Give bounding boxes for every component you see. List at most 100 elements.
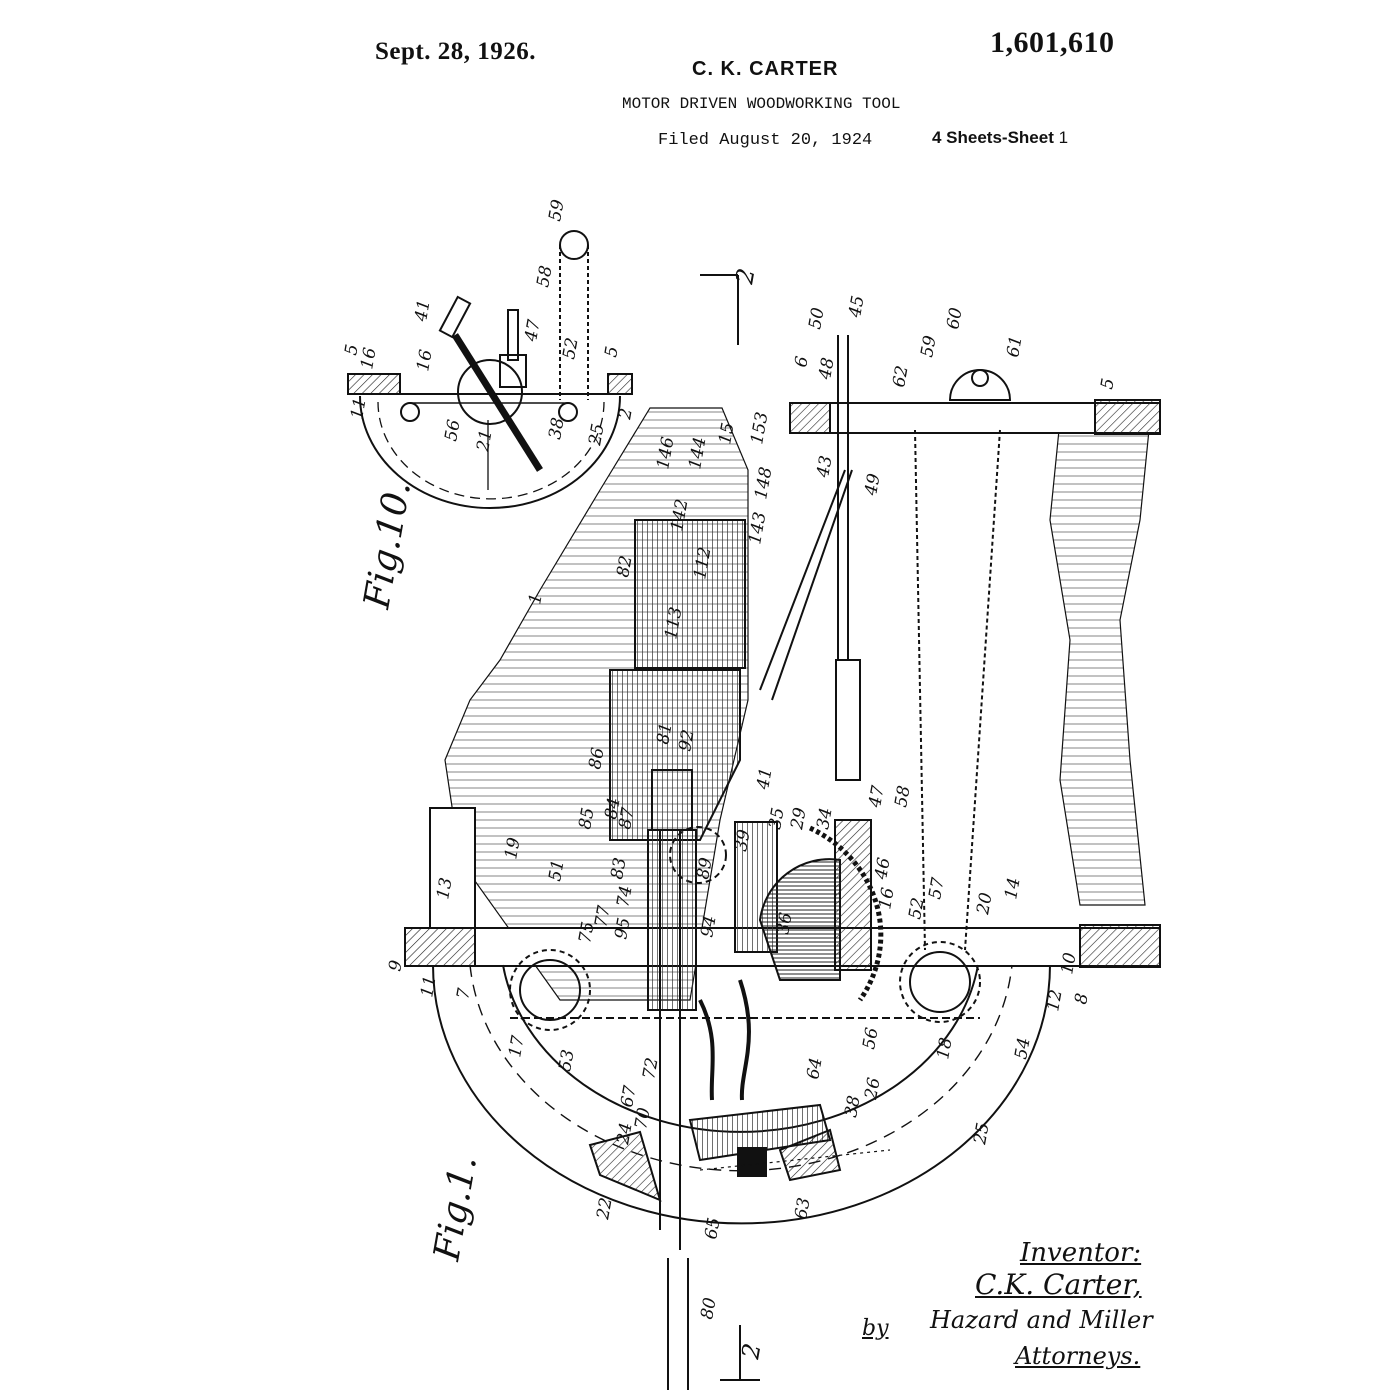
reference-numeral: 47 — [521, 318, 545, 344]
reference-numeral: 22 — [593, 1196, 617, 1222]
reference-numeral: 16 — [413, 348, 436, 373]
reference-numeral: 63 — [791, 1196, 814, 1221]
reference-numeral: 72 — [639, 1056, 662, 1081]
reference-numeral: 5 — [341, 343, 363, 357]
reference-numeral: 54 — [1011, 1036, 1034, 1061]
reference-numeral: 11 — [417, 974, 440, 999]
reference-numeral: 29 — [787, 806, 811, 832]
reference-numeral: 41 — [753, 766, 777, 792]
reference-numeral: 8 — [1071, 992, 1093, 1006]
reference-numeral: 1 — [525, 592, 547, 606]
reference-numeral: 82 — [613, 554, 636, 579]
reference-numeral: 50 — [805, 306, 828, 331]
fig1-caption: Fig.1. — [426, 1153, 485, 1265]
reference-numeral: 25 — [970, 1121, 994, 1147]
sheet-info: 4 Sheets-Sheet 1 — [932, 128, 1068, 148]
reference-numeral: 39 — [731, 828, 754, 853]
reference-numeral: 9 — [385, 959, 407, 973]
reference-numeral: 83 — [607, 856, 630, 881]
reference-numeral: 46 — [871, 856, 895, 882]
reference-numeral: 5 — [1097, 377, 1119, 391]
reference-numeral: 61 — [1003, 334, 1026, 359]
reference-numeral: 81 — [653, 721, 676, 746]
reference-numeral: 75 — [575, 920, 598, 945]
signature-label: Inventor: — [1020, 1238, 1142, 1268]
reference-numeral: 20 — [973, 891, 997, 917]
reference-numeral: 85 — [575, 806, 598, 831]
signature-role: Attorneys. — [1015, 1342, 1141, 1370]
fig10-drawing — [347, 230, 633, 509]
reference-numeral: 60 — [943, 306, 966, 331]
reference-numeral: 47 — [865, 784, 889, 810]
filing-date: Filed August 20, 1924 — [658, 131, 873, 150]
reference-numeral: 10 — [1057, 951, 1080, 976]
reference-numeral: 56 — [859, 1026, 882, 1051]
reference-numeral: 35 — [765, 806, 788, 831]
reference-numeral: 2 — [615, 407, 637, 422]
reference-numeral: 7 — [453, 987, 475, 1001]
reference-numeral: 24 — [613, 1121, 637, 1147]
reference-numeral: 74 — [613, 884, 636, 909]
reference-numeral: 70 — [631, 1106, 654, 1131]
patent-date: Sept. 28, 1926. — [375, 38, 536, 65]
reference-numeral: 77 — [591, 904, 614, 929]
reference-numeral: 143 — [745, 510, 770, 545]
patent-number: 1,601,610 — [990, 26, 1115, 59]
signature-name: C.K. Carter, — [975, 1268, 1142, 1301]
reference-numeral: 62 — [889, 364, 912, 389]
signature-firm: Hazard and Miller — [930, 1306, 1153, 1334]
reference-numeral: 16 — [357, 346, 380, 371]
reference-numeral: 17 — [505, 1034, 528, 1059]
sheet-number: 1 — [1058, 128, 1069, 147]
reference-numeral: 80 — [697, 1296, 720, 1321]
reference-numeral: 51 — [545, 858, 568, 883]
reference-numeral: 19 — [501, 836, 524, 861]
fig10-reference-numerals: 5 11 16 41 47 58 59 52 5 56 21 38 25 16 — [341, 198, 623, 454]
reference-numeral: 5 — [601, 345, 623, 359]
reference-numeral: 38 — [545, 416, 568, 441]
reference-numeral: 52 — [905, 896, 928, 921]
fig1-drawing — [404, 274, 1161, 1390]
reference-numeral: 64 — [803, 1056, 826, 1081]
section-label-top: 2 — [730, 266, 760, 287]
reference-numeral: 58 — [533, 264, 556, 289]
inventor-name: C. K. CARTER — [692, 58, 839, 80]
reference-numeral: 21 — [473, 428, 497, 454]
reference-numeral: 11 — [347, 396, 370, 421]
reference-numeral: 49 — [861, 472, 885, 498]
reference-numeral: 34 — [813, 806, 836, 831]
reference-numeral: 95 — [611, 916, 634, 941]
reference-numeral: 36 — [773, 911, 796, 936]
sheet-count: 4 Sheets-Sheet — [932, 128, 1054, 147]
reference-numeral: 59 — [917, 334, 940, 359]
reference-numeral: 48 — [815, 356, 839, 382]
reference-numeral: 153 — [747, 410, 772, 445]
reference-numeral: 16 — [875, 886, 898, 911]
reference-numeral: 43 — [813, 454, 837, 480]
reference-numeral: 52 — [559, 336, 582, 361]
reference-numeral: 87 — [615, 806, 638, 831]
reference-numeral: 57 — [925, 876, 948, 901]
reference-numeral: 26 — [861, 1076, 885, 1102]
reference-numeral: 58 — [891, 784, 914, 809]
reference-numeral: 13 — [433, 876, 456, 901]
reference-numeral: 89 — [693, 856, 716, 881]
reference-numeral: 56 — [441, 418, 464, 443]
patent-title: MOTOR DRIVEN WOODWORKING TOOL — [622, 95, 901, 113]
reference-numeral: 18 — [933, 1036, 956, 1061]
signature-by: by — [862, 1316, 889, 1341]
reference-numeral: 92 — [675, 728, 698, 753]
reference-numeral: 25 — [585, 422, 609, 448]
reference-numeral: 59 — [545, 198, 568, 223]
reference-numeral: 148 — [751, 465, 776, 501]
fig10-caption: Fig.10. — [356, 478, 419, 612]
reference-numeral: 15 — [715, 421, 738, 446]
section-label-bottom: 2 — [736, 1341, 766, 1362]
reference-numeral: 53 — [555, 1048, 578, 1073]
reference-numeral: 14 — [1001, 876, 1024, 901]
reference-numeral: 86 — [585, 746, 608, 771]
reference-numeral: 12 — [1043, 988, 1066, 1013]
reference-numeral: 41 — [411, 298, 435, 324]
reference-numeral: 67 — [617, 1084, 640, 1109]
